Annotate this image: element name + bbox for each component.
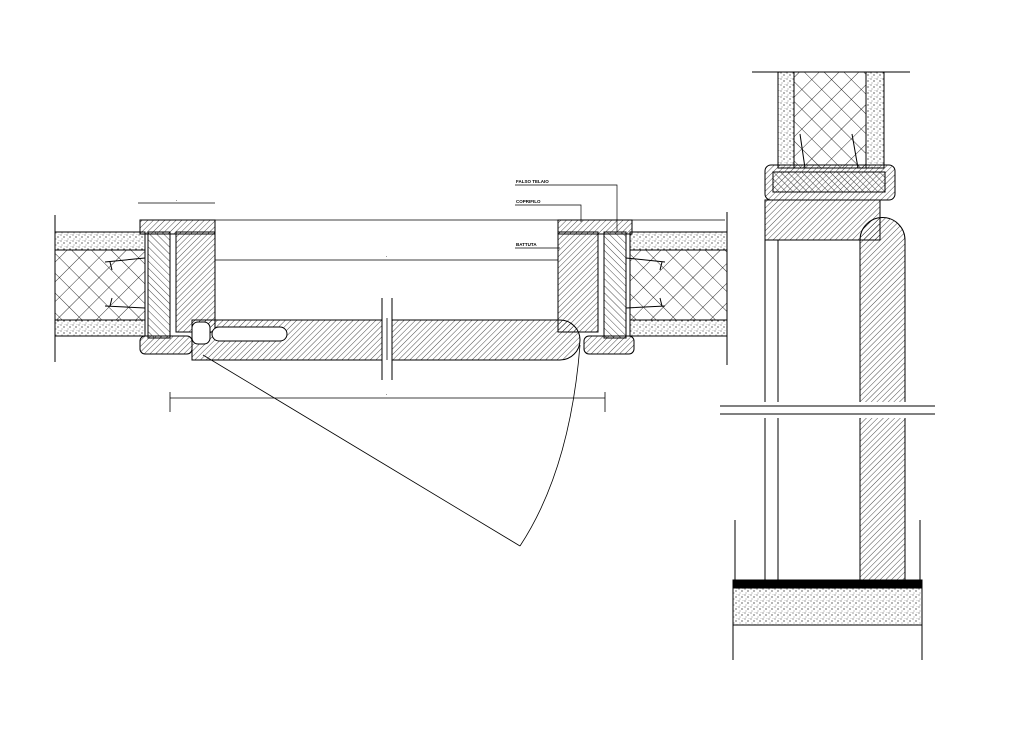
left-wall [54, 215, 146, 362]
plan-view: · · · FALSO TELAIO COPRIFILO BATTUTA [54, 179, 728, 547]
floor-screed [732, 587, 923, 626]
dim-clear-opening: · [386, 254, 388, 259]
label-architrave: COPRIFILO [516, 199, 541, 204]
leaders [515, 184, 618, 249]
dim-frame-width: · [176, 198, 178, 203]
section-view [720, 71, 940, 660]
door-leaf-plan [191, 298, 581, 380]
left-door-frame [104, 219, 216, 355]
right-wall [629, 212, 728, 365]
right-door-frame [557, 219, 666, 355]
break-line [720, 402, 940, 418]
door-swing-arc [202, 344, 581, 547]
dim-overall-width: · [386, 392, 388, 397]
floor-finish [732, 579, 923, 589]
label-false-frame: FALSO TELAIO [516, 179, 549, 184]
label-stop: BATTUTA [516, 242, 537, 247]
dimension-lines [138, 202, 725, 412]
